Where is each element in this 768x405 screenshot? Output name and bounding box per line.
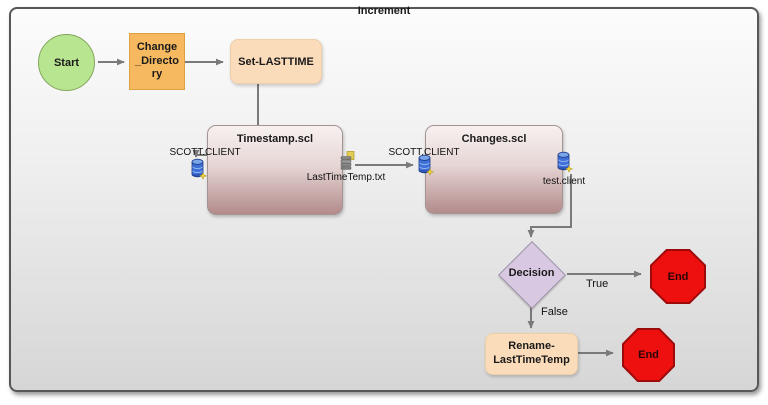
start-node-label: Start xyxy=(53,56,80,69)
set-lasttime-node[interactable]: Set-LASTTIME xyxy=(230,39,322,84)
database-icon[interactable] xyxy=(556,151,573,173)
decision-node-label: Decision xyxy=(508,267,555,279)
change-directory-node[interactable]: Change _Directo ry xyxy=(129,33,185,90)
timestamp-output-port-label: LastTimeTemp.txt xyxy=(306,172,386,183)
set-lasttime-label: Set-LASTTIME xyxy=(238,55,314,68)
diagram-title: Increment xyxy=(357,5,411,17)
change-directory-label-line2: _Directo xyxy=(134,54,180,67)
rename-label-line1: Rename- xyxy=(508,340,555,353)
changes-input-port-label: SCOTT.CLIENT xyxy=(388,147,460,158)
changes-output-port-label: test.client xyxy=(542,176,586,187)
database-icon[interactable] xyxy=(190,158,207,180)
rename-label-line2: LastTimeTemp xyxy=(493,354,570,366)
timestamp-scl-node[interactable]: Timestamp.scl xyxy=(207,125,343,215)
timestamp-input-port-label: SCOTT.CLIENT xyxy=(169,147,241,158)
false-edge-label: False xyxy=(541,306,568,318)
end-node-false[interactable]: End xyxy=(622,328,675,382)
file-stack-icon[interactable] xyxy=(340,151,355,171)
end-node-true[interactable]: End xyxy=(650,249,706,304)
changes-scl-title: Changes.scl xyxy=(461,133,527,145)
start-node[interactable]: Start xyxy=(38,34,95,91)
change-directory-label-line3: ry xyxy=(151,68,163,81)
end-node-false-label: End xyxy=(638,349,659,361)
true-edge-label: True xyxy=(586,278,609,290)
timestamp-scl-title: Timestamp.scl xyxy=(236,133,314,145)
end-node-true-label: End xyxy=(667,270,689,283)
changes-scl-node[interactable]: Changes.scl xyxy=(425,125,563,214)
change-directory-label-line1: Change xyxy=(136,40,178,53)
connector-changes-to-decision[interactable] xyxy=(527,174,572,238)
rename-lasttimetemp-node[interactable]: Rename- LastTimeTemp xyxy=(485,333,578,375)
database-icon[interactable] xyxy=(417,154,434,176)
